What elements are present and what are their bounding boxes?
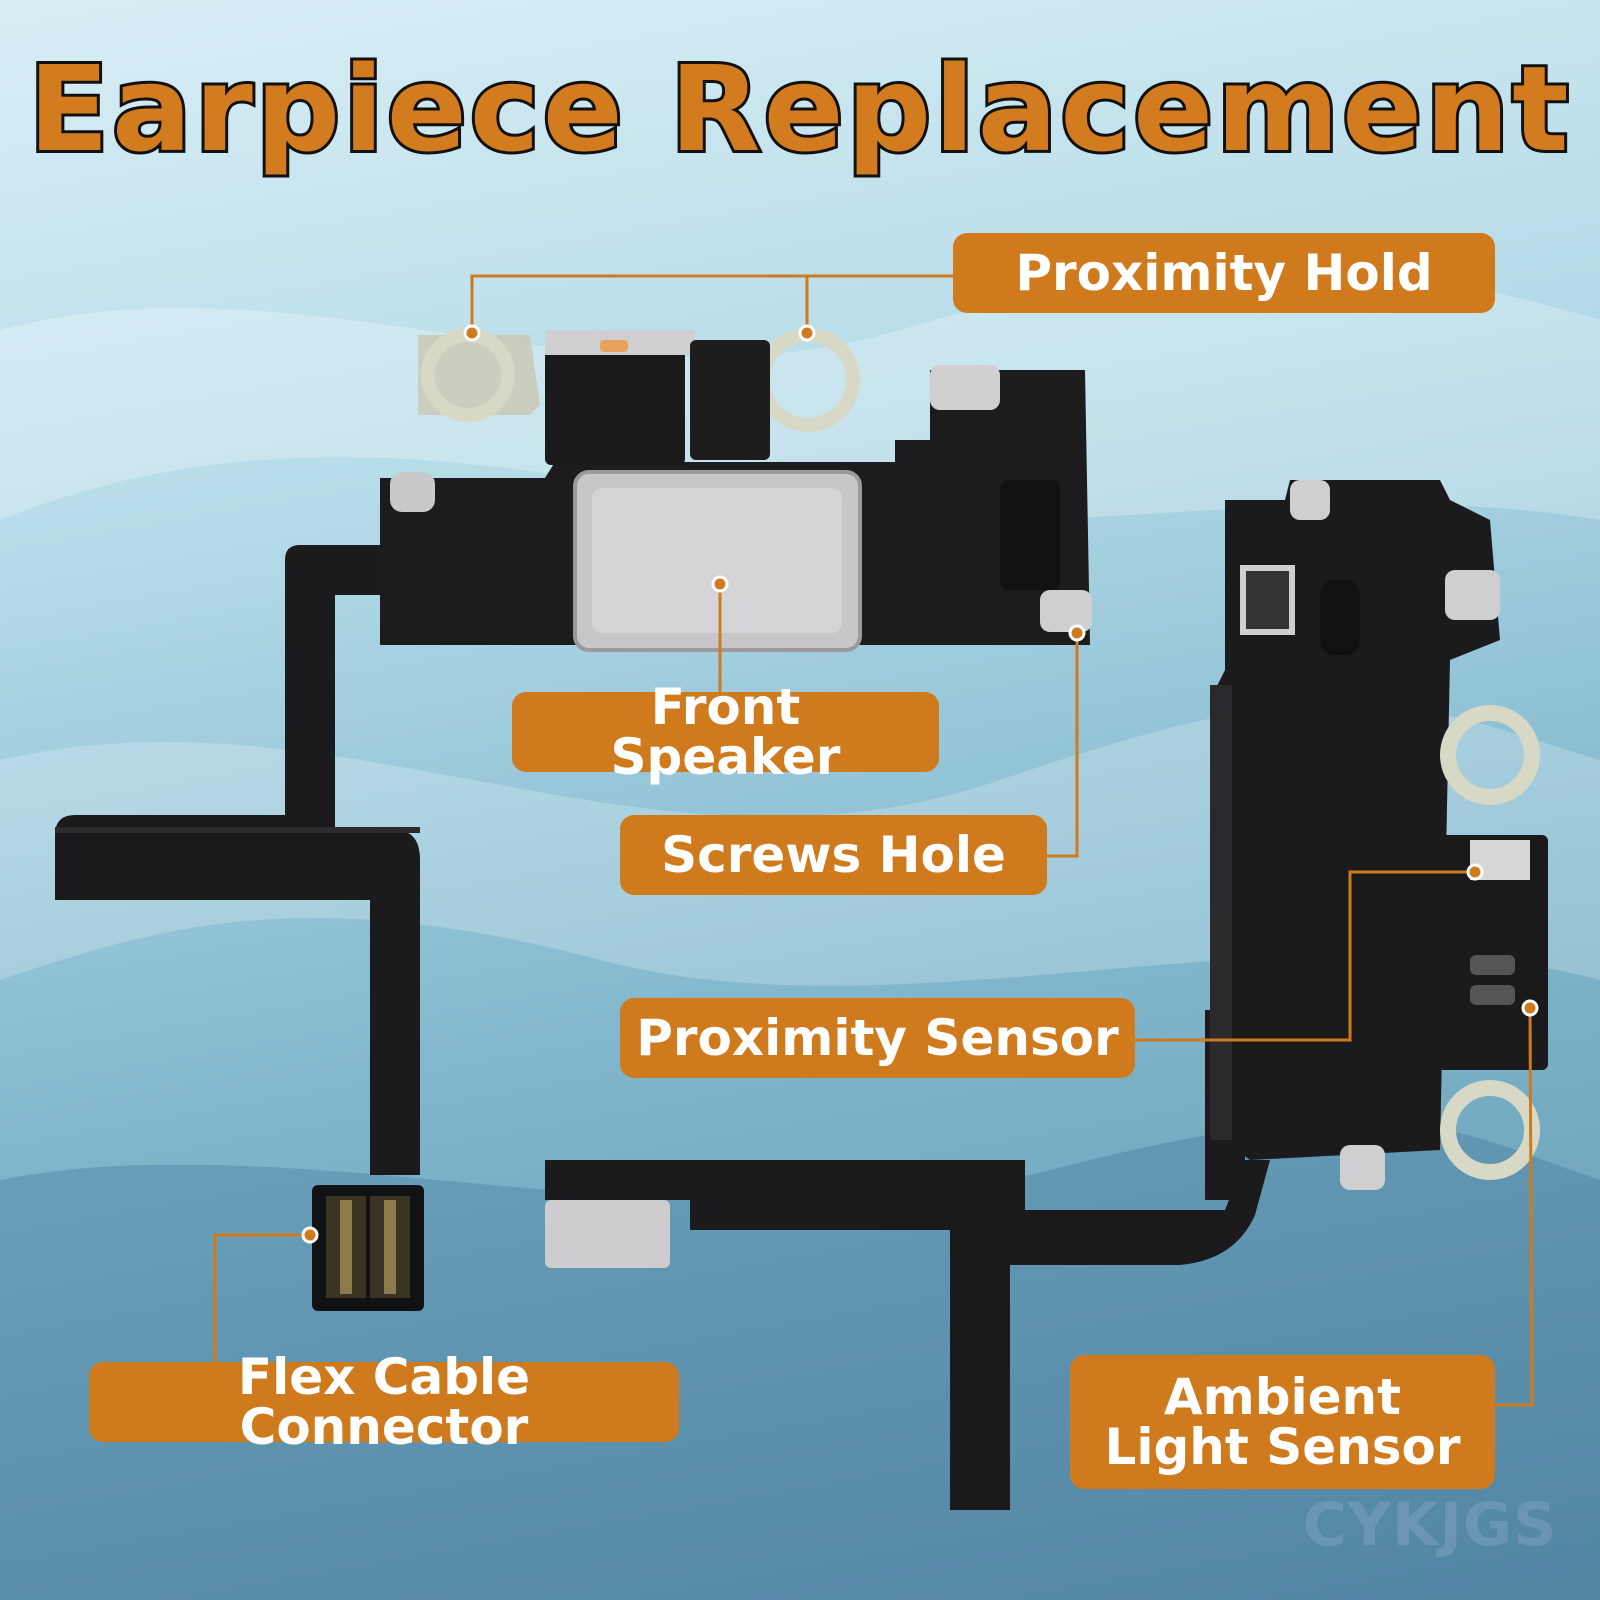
dot-flex-connector [301, 1226, 319, 1244]
left-speaker-body [380, 365, 1092, 652]
page-title: Earpiece Replacement [25, 37, 1572, 181]
label-ambient-line2: Light Sensor [1104, 1418, 1461, 1476]
left-flex-connector [312, 1185, 424, 1311]
label-flex-cable-connector: Flex Cable Connector [89, 1352, 679, 1452]
dot-proximity-hold-left [463, 324, 481, 342]
brand-watermark: CYKJGS [1302, 1490, 1558, 1560]
right-side-rail [1210, 685, 1232, 1140]
dot-proximity-hold-right [798, 324, 816, 342]
label-ambient-line1: Ambient [1163, 1368, 1402, 1426]
dot-screws-hole [1068, 624, 1086, 642]
label-proximity-sensor: Proximity Sensor [620, 998, 1135, 1078]
label-front-speaker: Front Speaker [512, 682, 939, 782]
label-screws-hole: Screws Hole [620, 815, 1047, 895]
left-top-sensor-bracket [418, 328, 860, 465]
dot-ambient-light [1521, 999, 1539, 1017]
right-sensor-bracket [1438, 705, 1548, 1180]
dot-front-speaker [711, 575, 729, 593]
label-ambient-light-sensor: Ambient Light Sensor [1070, 1355, 1495, 1489]
right-speaker-body [1210, 480, 1500, 1190]
label-proximity-hold: Proximity Hold [953, 233, 1495, 313]
dot-proximity-sensor [1466, 863, 1484, 881]
left-flex-cable [55, 545, 420, 1175]
